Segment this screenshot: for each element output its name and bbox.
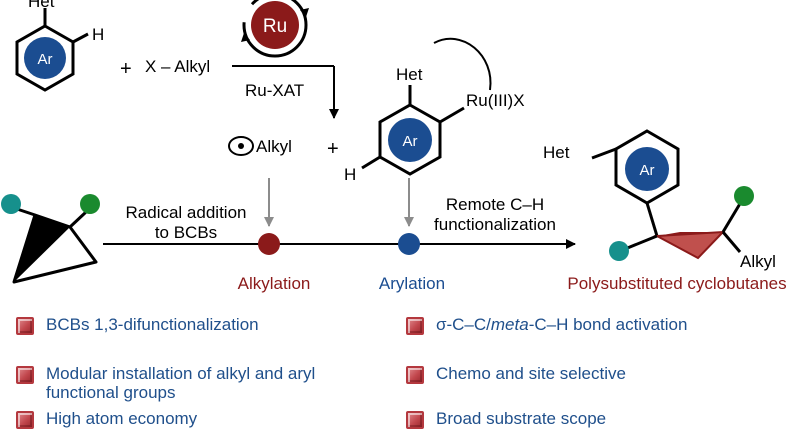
remote-ch-line2: functionalization (434, 215, 556, 234)
ru-label: Ru (263, 16, 287, 37)
bullet-icon (406, 317, 424, 335)
bullet-icon (406, 366, 424, 384)
plus-sign-2: + (327, 138, 339, 160)
xat-arrow (232, 65, 339, 119)
product-class-label: Polysubstituted cyclobutanes (567, 274, 786, 293)
radical-addition-line2: to BCBs (155, 223, 217, 242)
radical-addition-line1: Radical addition (126, 203, 247, 222)
feature-text: functional groups (46, 383, 176, 402)
het-label-product: Het (543, 143, 570, 162)
ar-circle-1 (24, 37, 66, 79)
product-teal-dot (609, 241, 629, 261)
cycle-arrow-icon (241, 33, 250, 42)
green-substituent-dot (80, 194, 100, 214)
alkylation-label: Alkylation (238, 274, 311, 293)
ru-xat-label: Ru-XAT (245, 81, 304, 100)
feature-item: Chemo and site selective (406, 364, 626, 384)
plus-sign-1: + (120, 58, 132, 80)
feature-item: BCBs 1,3-difunctionalization (16, 315, 259, 335)
ar-circle-3 (625, 147, 669, 191)
radical-icon (228, 136, 254, 156)
product-green-dot (734, 186, 754, 206)
arylation-label: Arylation (379, 274, 445, 293)
ar-label-2: Ar (403, 133, 418, 150)
feature-text: σ-C–C/meta-C–H bond activation (436, 315, 688, 334)
ruthenated-arene (361, 37, 492, 176)
ar-label-3: Ar (640, 162, 655, 179)
feature-text: Chemo and site selective (436, 364, 626, 383)
x-alkyl-label: X – Alkyl (145, 57, 210, 76)
product-arene (591, 129, 680, 237)
alkyl-product-label: Alkyl (740, 252, 776, 271)
cyclobutane-ring (609, 186, 754, 261)
bcb-structure (1, 194, 100, 284)
radical-alkyl-label: Alkyl (256, 137, 292, 156)
reaction-scheme: Ar Het H + X – Alkyl Ru Ru-XAT Alkyl + A… (1, 0, 787, 293)
feature-text: BCBs 1,3-difunctionalization (46, 315, 259, 334)
het-label-mid: Het (396, 65, 423, 84)
teal-substituent-dot (1, 194, 21, 214)
bullet-icon (16, 411, 34, 429)
feature-text: Modular installation of alkyl and aryl (46, 364, 316, 383)
bullet-icon (16, 366, 34, 384)
feature-item: Modular installation of alkyl and aryl f… (16, 364, 315, 402)
ru-iii-x-label: Ru(III)X (466, 91, 525, 110)
arene-reactant (15, 8, 89, 92)
bullet-icon (406, 411, 424, 429)
remote-ch-line1: Remote C–H (446, 195, 544, 214)
feature-item: High atom economy (16, 409, 197, 429)
arylation-dot (398, 233, 420, 255)
ru-catalyst (241, 0, 309, 58)
alkylation-dot (258, 233, 280, 255)
ar-label-1: Ar (38, 51, 53, 68)
feature-item: Broad substrate scope (406, 409, 606, 429)
ar-circle-2 (388, 118, 432, 162)
h-label-mid: H (344, 165, 356, 184)
bullet-icon (16, 317, 34, 335)
het-label-top: Het (28, 0, 55, 11)
feature-item: σ-C–C/meta-C–H bond activation (406, 315, 687, 335)
cycle-arrow-icon (300, 8, 309, 17)
h-label-top: H (92, 25, 104, 44)
